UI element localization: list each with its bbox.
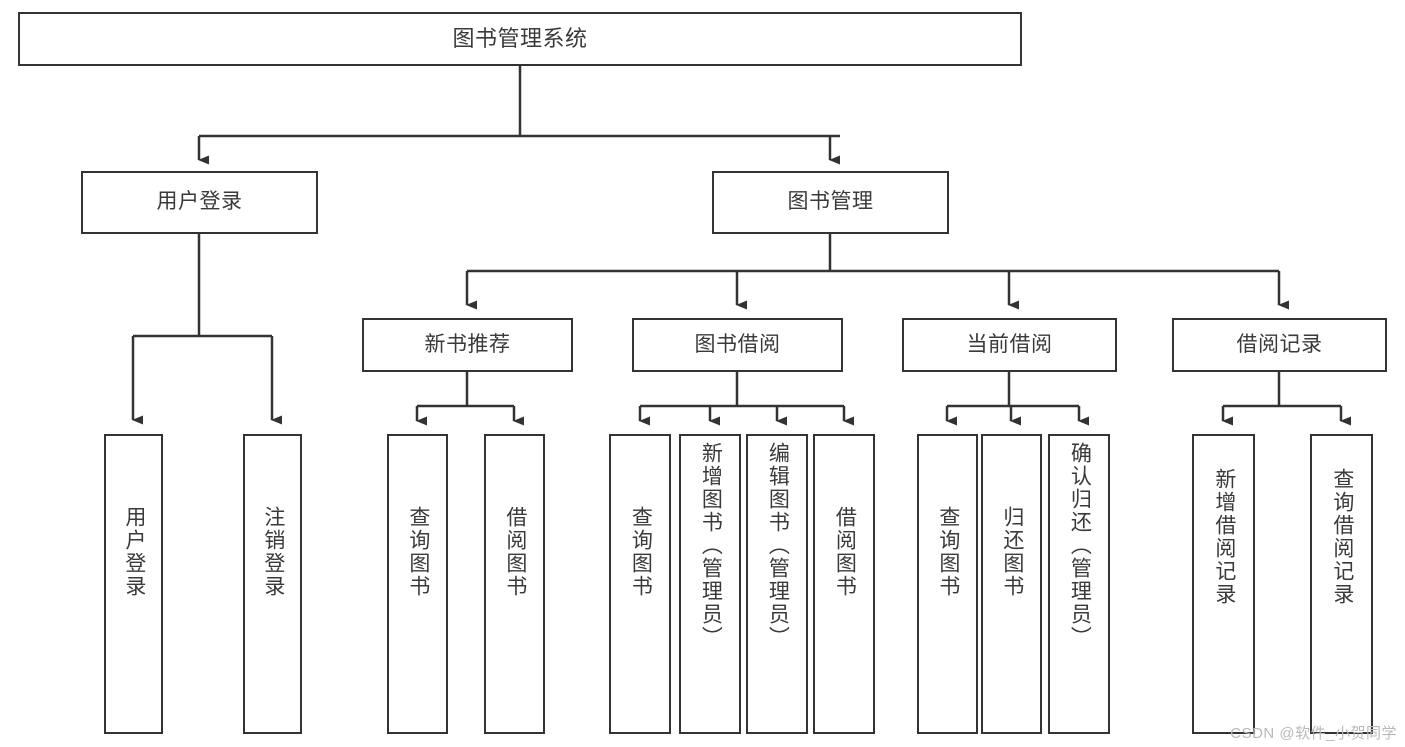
- node-label: 确认归还（管理员）: [1068, 442, 1092, 649]
- node-label: 借阅图书: [503, 506, 527, 598]
- node-current-borrow[interactable]: 当前借阅: [902, 318, 1117, 372]
- node-borrow-records[interactable]: 借阅记录: [1172, 318, 1387, 372]
- node-label: 注销登录: [261, 506, 285, 598]
- node-label: 用户登录: [122, 506, 146, 598]
- node-label: 借阅记录: [1236, 332, 1323, 356]
- node-root-system[interactable]: 图书管理系统: [18, 12, 1022, 66]
- csdn-watermark: CSDN @软件_小贺同学: [1230, 725, 1397, 742]
- node-leaf-add-book-admin[interactable]: 新增图书（管理员）: [679, 434, 741, 734]
- node-leaf-edit-book-admin[interactable]: 编辑图书（管理员）: [746, 434, 808, 734]
- node-label: 查询图书: [629, 506, 653, 598]
- node-label: 借阅图书: [833, 506, 857, 598]
- node-leaf-user-login[interactable]: 用户登录: [104, 434, 163, 734]
- node-label: 查询图书: [936, 506, 960, 598]
- node-label: 当前借阅: [966, 332, 1053, 356]
- node-book-borrow[interactable]: 图书借阅: [632, 318, 843, 372]
- node-leaf-add-borrow-record[interactable]: 新增借阅记录: [1192, 434, 1255, 734]
- node-label: 查询图书: [406, 506, 430, 598]
- node-book-management[interactable]: 图书管理: [712, 171, 949, 234]
- node-label: 新增图书（管理员）: [699, 442, 723, 649]
- node-leaf-confirm-return-admin[interactable]: 确认归还（管理员）: [1048, 434, 1110, 734]
- node-label: 新增借阅记录: [1212, 468, 1236, 606]
- node-leaf-query-borrow-record[interactable]: 查询借阅记录: [1310, 434, 1373, 734]
- node-leaf-lend-book[interactable]: 借阅图书: [813, 434, 875, 734]
- node-leaf-logout[interactable]: 注销登录: [243, 434, 302, 734]
- node-label: 查询借阅记录: [1330, 468, 1354, 606]
- node-user-login[interactable]: 用户登录: [81, 171, 318, 234]
- node-leaf-borrow-book-new[interactable]: 借阅图书: [484, 434, 545, 734]
- node-leaf-query-book-new[interactable]: 查询图书: [387, 434, 448, 734]
- node-label: 图书管理: [787, 190, 874, 214]
- node-label: 编辑图书（管理员）: [766, 442, 790, 649]
- node-leaf-query-book-current[interactable]: 查询图书: [917, 434, 978, 734]
- node-leaf-query-book-borrow[interactable]: 查询图书: [609, 434, 671, 734]
- node-leaf-return-book[interactable]: 归还图书: [981, 434, 1042, 734]
- node-label: 图书借阅: [694, 332, 781, 356]
- node-label: 用户登录: [156, 190, 243, 214]
- node-label: 归还图书: [1000, 506, 1024, 598]
- node-label: 图书管理系统: [452, 26, 588, 52]
- node-label: 新书推荐: [424, 332, 511, 356]
- node-new-book-recommend[interactable]: 新书推荐: [362, 318, 573, 372]
